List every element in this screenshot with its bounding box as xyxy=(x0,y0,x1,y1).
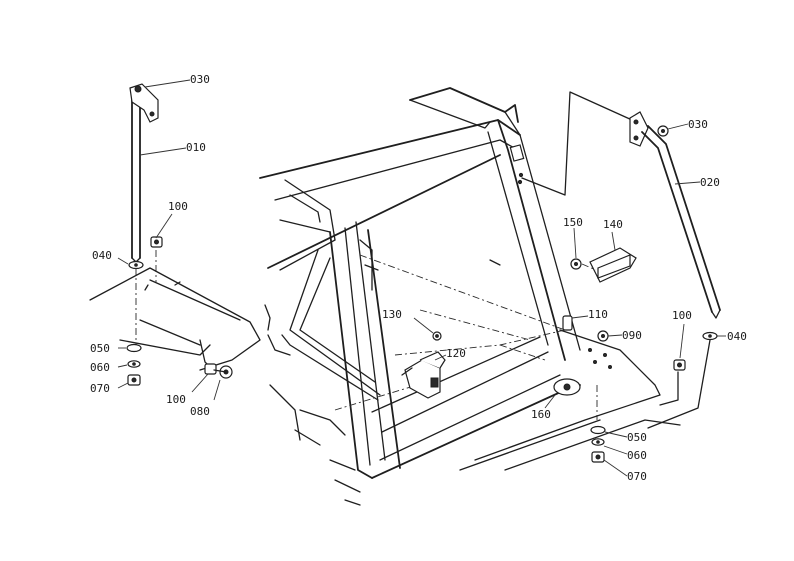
callout-110: 110 xyxy=(588,308,608,321)
callout-090: 090 xyxy=(622,329,642,342)
callout-160: 160 xyxy=(531,408,551,421)
callout-150: 150 xyxy=(563,216,583,229)
callout-100-right: 100 xyxy=(672,309,692,322)
right-assembly xyxy=(521,91,726,477)
callout-labels: 030 010 100 040 050 060 070 100 080 130 … xyxy=(90,73,747,483)
callout-100-upper-left: 100 xyxy=(168,200,188,213)
callout-050-left: 050 xyxy=(90,342,110,355)
callout-050-right: 050 xyxy=(627,431,647,444)
callout-080: 080 xyxy=(190,405,210,418)
left-assembly xyxy=(89,79,261,401)
callout-130: 130 xyxy=(382,308,402,321)
callout-120: 120 xyxy=(446,347,466,360)
callout-060-right: 060 xyxy=(627,449,647,462)
callout-020: 020 xyxy=(700,176,720,189)
callout-070-right: 070 xyxy=(627,470,647,483)
callout-040-right: 040 xyxy=(727,330,747,343)
callout-100-lower-left: 100 xyxy=(166,393,186,406)
cab-frame xyxy=(259,87,681,506)
callout-070-left: 070 xyxy=(90,382,110,395)
callout-140: 140 xyxy=(603,218,623,231)
callout-010: 010 xyxy=(186,141,206,154)
callout-040-left: 040 xyxy=(92,249,112,262)
callout-030-right: 030 xyxy=(688,118,708,131)
callout-030-left: 030 xyxy=(190,73,210,86)
center-parts xyxy=(401,317,447,399)
callout-060-left: 060 xyxy=(90,361,110,374)
